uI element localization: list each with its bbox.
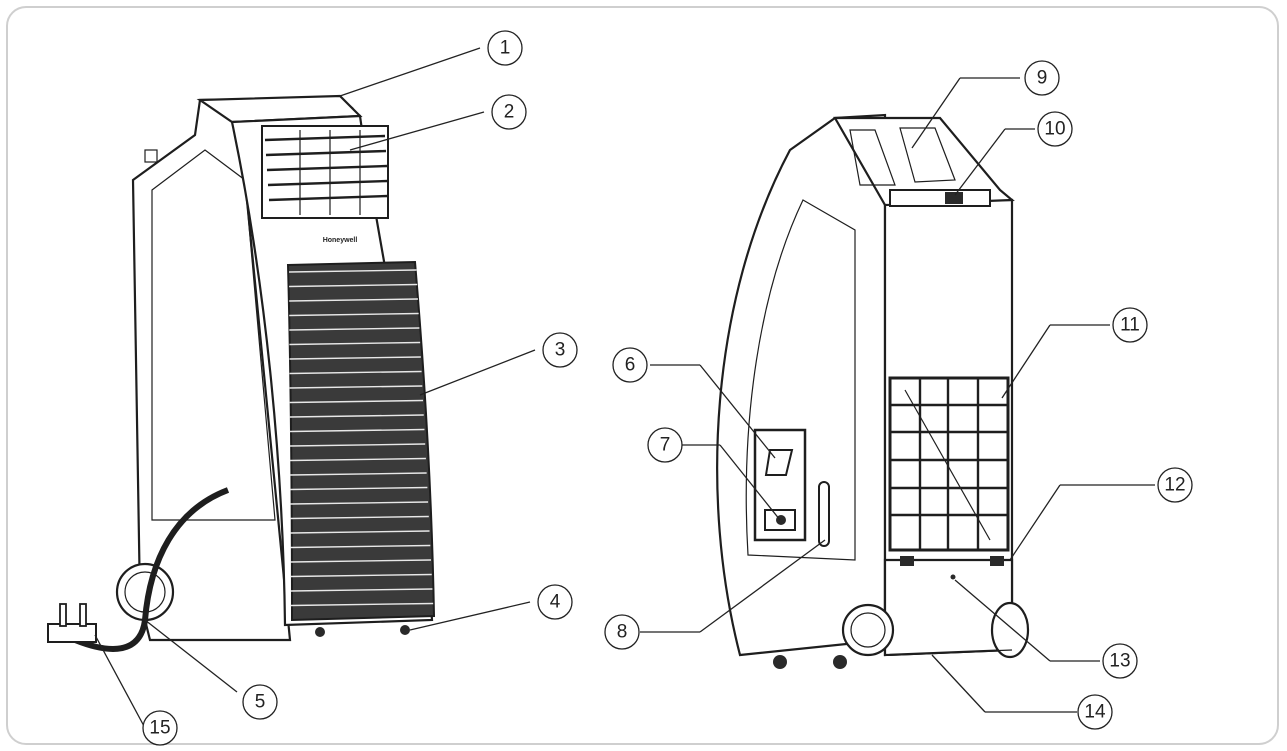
front-grille — [286, 260, 436, 622]
front-view-cooler: Honeywell — [47, 94, 436, 652]
callout-6: 6 — [612, 347, 648, 383]
side-hook — [144, 149, 158, 163]
grille-bar — [289, 283, 418, 288]
callout-12-label: 12 — [1164, 475, 1185, 496]
rear-side-panel — [716, 113, 887, 657]
callout-3-label: 3 — [555, 340, 566, 361]
callout-10-label: 10 — [1044, 119, 1065, 140]
grille-bar — [289, 399, 424, 404]
grille-bar — [289, 457, 426, 462]
grille-bar — [289, 312, 419, 317]
callout-3: 3 — [542, 332, 578, 368]
callout-11: 11 — [1112, 307, 1148, 343]
callout-9-label: 9 — [1037, 68, 1048, 89]
base-edge — [884, 649, 1013, 656]
front-foot-right — [400, 625, 410, 635]
grille-bar — [290, 501, 429, 505]
tank-screw — [950, 574, 956, 580]
callout-7-label: 7 — [660, 435, 671, 456]
rear-wheel-left-hub — [850, 612, 886, 648]
callout-14-label: 14 — [1084, 702, 1106, 723]
grille-bar — [289, 341, 421, 346]
callout-11-label: 11 — [1120, 315, 1140, 336]
side-panel-inner — [151, 149, 276, 521]
grille-bar — [289, 298, 418, 302]
front-foot-left — [315, 627, 325, 637]
callout-7: 7 — [647, 427, 683, 463]
callout-1: 1 — [487, 30, 523, 66]
caster-1 — [773, 655, 787, 669]
tank-latch-right — [990, 556, 1004, 566]
grille-bar — [289, 370, 422, 375]
water-fill-slot — [889, 189, 991, 207]
callout-12: 12 — [1157, 467, 1193, 503]
power-plug — [47, 603, 97, 643]
callout-2: 2 — [491, 94, 527, 130]
callout-1-label: 1 — [500, 38, 511, 59]
grille-bar — [289, 327, 420, 331]
grille-bar — [289, 414, 424, 418]
grille-bar — [290, 602, 434, 607]
tank-latch-left — [900, 556, 914, 566]
handle-recess-right — [899, 127, 956, 183]
honeycomb-filter — [888, 376, 1010, 552]
top-handle — [833, 116, 1015, 207]
rear-side-recess — [745, 199, 856, 561]
grille-bar — [290, 559, 432, 563]
callout-4: 4 — [537, 584, 573, 620]
caster-2 — [833, 655, 847, 669]
grille-bar — [289, 385, 423, 389]
air-louvers — [261, 125, 389, 219]
grille-bar — [289, 356, 421, 360]
callout-15: 15 — [142, 710, 178, 746]
leader-lines — [94, 47, 1155, 729]
grille-bar — [290, 588, 433, 592]
grille-bar — [289, 428, 425, 433]
power-cord — [73, 487, 230, 652]
power-switch — [764, 449, 794, 476]
rear-view-cooler — [716, 113, 1030, 669]
grille-bar — [290, 530, 430, 534]
grille-bar — [290, 544, 431, 549]
water-level-gauge — [818, 481, 830, 547]
callout-5-label: 5 — [255, 692, 266, 713]
grille-bar — [290, 573, 432, 578]
grille-bar — [290, 515, 429, 520]
callout-8: 8 — [604, 614, 640, 650]
callout-2-label: 2 — [504, 102, 515, 123]
callout-10: 10 — [1037, 111, 1073, 147]
brand-logo: Honeywell — [323, 237, 358, 244]
callout-15-label: 15 — [149, 718, 170, 739]
callout-8-label: 8 — [617, 622, 628, 643]
grille-bar — [289, 269, 417, 273]
callout-4-label: 4 — [550, 592, 561, 613]
callout-9: 9 — [1024, 60, 1060, 96]
callout-13: 13 — [1102, 643, 1138, 679]
callout-5: 5 — [242, 684, 278, 720]
handle-recess-left — [849, 129, 896, 186]
rear-wheel-right — [990, 601, 1030, 659]
rear-wheel-left — [841, 603, 895, 657]
grille-bar — [290, 486, 428, 491]
grille-bar — [290, 472, 427, 476]
callout-14: 14 — [1077, 694, 1113, 730]
fill-cover-latch — [945, 192, 963, 204]
callout-6-label: 6 — [625, 355, 636, 376]
callout-13-label: 13 — [1109, 651, 1130, 672]
grille-bar — [289, 443, 426, 447]
